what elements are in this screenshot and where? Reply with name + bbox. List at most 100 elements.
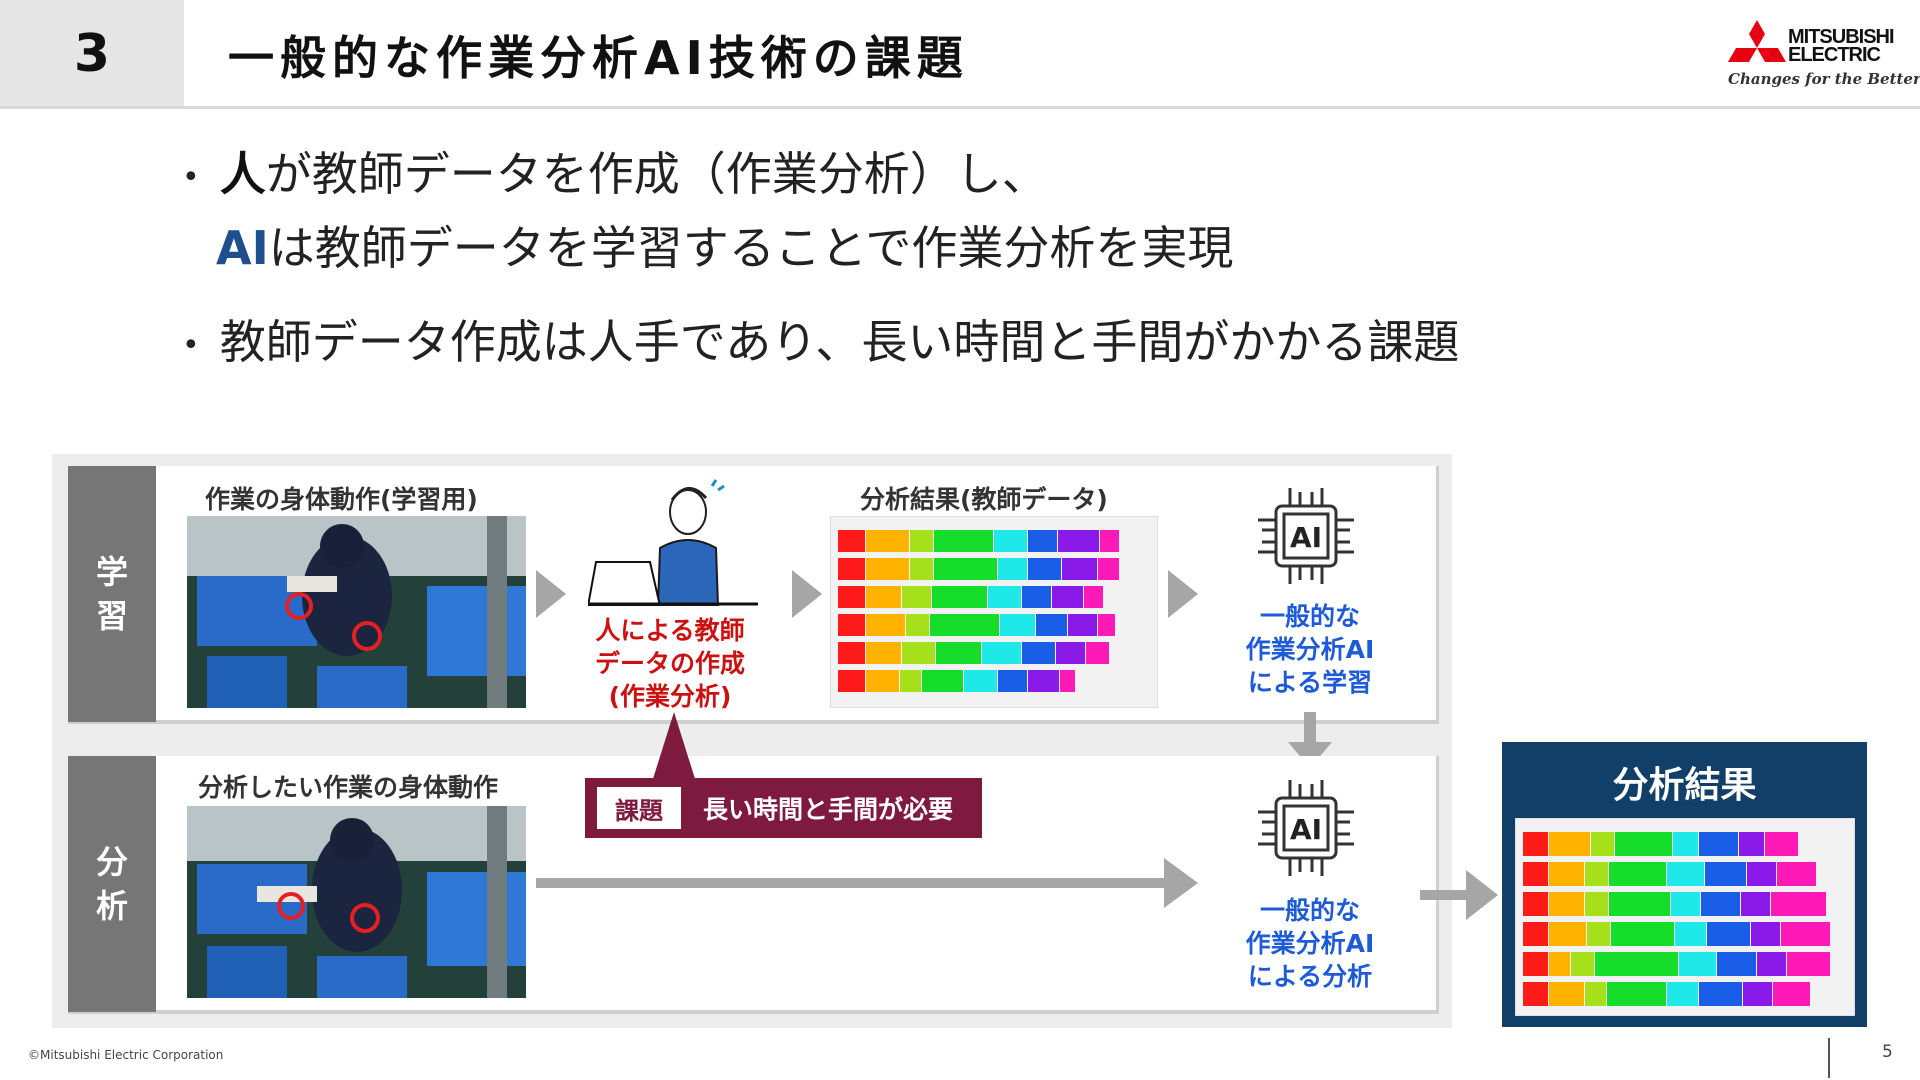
segment-bar: [1585, 862, 1608, 886]
segment-bar: [838, 586, 865, 608]
segment-bar: [1667, 982, 1698, 1006]
segment-bar: [1743, 982, 1772, 1006]
segment-bar: [1717, 952, 1756, 976]
segment-bar: [1705, 862, 1746, 886]
arrow-right-long-icon: [536, 858, 1198, 908]
segment-bar: [1084, 586, 1103, 608]
section-number: 3: [0, 0, 184, 108]
segment-bar: [1587, 922, 1610, 946]
segment-bar: [866, 530, 909, 552]
segment-bar: [1022, 586, 1051, 608]
logo-line-2: ELECTRIC: [1788, 44, 1881, 66]
segment-bar: [1757, 952, 1786, 976]
segment-bar: [1615, 832, 1672, 856]
segment-bar: [998, 670, 1027, 692]
segment-bar: [1068, 614, 1097, 636]
segment-bar: [1609, 862, 1666, 886]
segment-bar: [866, 642, 901, 664]
analysis-photo-caption: 分析したい作業の身体動作: [198, 773, 499, 802]
bullet-1: • 人が教師データを作成（作業分析）し、: [182, 138, 1048, 204]
teacher-data-chart: [830, 516, 1158, 708]
arrow-right-icon: [1420, 870, 1498, 920]
segment-bar: [1777, 862, 1816, 886]
bullet-1-text: が教師データを作成（作業分析）し、: [265, 147, 1048, 201]
ai-learning-text: 一般的な 作業分析AI による学習: [1210, 600, 1410, 699]
segment-bar: [1523, 832, 1548, 856]
segment-bar: [1086, 642, 1109, 664]
segment-bar: [1609, 892, 1670, 916]
segment-bar: [838, 614, 865, 636]
segment-bar: [1739, 832, 1764, 856]
ai-line: による学習: [1247, 668, 1373, 697]
side-char: 習: [95, 597, 128, 635]
segment-bar: [866, 586, 901, 608]
segment-bar: [1523, 892, 1548, 916]
worker-photo-learning: [187, 516, 526, 708]
segment-bar: [1549, 952, 1570, 976]
segment-bar: [838, 670, 865, 692]
side-char: 学: [95, 553, 128, 591]
bullet-dot: •: [182, 328, 200, 363]
segment-bar: [922, 670, 963, 692]
segment-bar: [998, 558, 1027, 580]
segment-bar: [930, 614, 999, 636]
segment-bar: [1667, 862, 1704, 886]
bullet-1b-text: は教師データを学習することで作業分析を実現: [268, 221, 1234, 275]
segment-bar: [866, 614, 905, 636]
logo-line-1: MITSUBISHI: [1788, 26, 1895, 48]
segment-bar: [982, 642, 1021, 664]
ai-chip-label: AI: [1290, 813, 1322, 846]
bullet-dot: •: [182, 160, 200, 195]
arrow-right-icon: [1168, 570, 1198, 618]
page-number: 5: [1882, 1042, 1893, 1062]
copyright: ©Mitsubishi Electric Corporation: [28, 1048, 224, 1062]
segment-bar: [1751, 922, 1780, 946]
segment-bar: [988, 586, 1021, 608]
segment-bar: [1036, 614, 1067, 636]
human-step-line: (作業分析): [608, 682, 732, 711]
segment-bar: [1671, 892, 1700, 916]
segment-bar: [1549, 832, 1590, 856]
segment-bar: [1607, 982, 1666, 1006]
issue-text: 長い時間と手間が必要: [703, 795, 954, 824]
teacher-result-caption: 分析結果(教師データ): [860, 485, 1108, 514]
segment-bar: [866, 558, 909, 580]
segment-bar: [934, 530, 993, 552]
segment-bar: [1571, 952, 1594, 976]
page-title: 一般的な作業分析AI技術の課題: [228, 31, 969, 85]
human-step-line: 人による教師: [595, 616, 745, 645]
segment-bar: [1000, 614, 1035, 636]
analysis-result-title: 分析結果: [1612, 765, 1757, 806]
logo-wordmark: MITSUBISHI ELECTRIC: [1788, 26, 1895, 66]
worker-laptop-icon: [588, 479, 758, 606]
arrow-right-icon: [792, 570, 822, 618]
segment-bar: [1675, 922, 1706, 946]
learning-photo-caption: 作業の身体動作(学習用): [205, 485, 478, 514]
segment-bar: [1741, 892, 1770, 916]
segment-bar: [1747, 862, 1776, 886]
analysis-result-chart: [1515, 818, 1855, 1016]
issue-callout: 課題 長い時間と手間が必要: [585, 778, 982, 838]
header-divider: [0, 106, 1920, 109]
segment-bar: [1028, 558, 1061, 580]
segment-bar: [1060, 670, 1075, 692]
bullet-1b-lead: AI: [216, 221, 269, 275]
segment-bar: [1098, 558, 1119, 580]
segment-bar: [1549, 862, 1584, 886]
segment-bar: [1523, 982, 1548, 1006]
analysis-side-label: 分 析: [68, 756, 156, 1012]
segment-bar: [1585, 982, 1606, 1006]
callout-pointer: [652, 712, 696, 782]
segment-bar: [838, 558, 865, 580]
side-char: 析: [95, 887, 128, 925]
mitsubishi-logo-icon: [1728, 20, 1786, 62]
segment-bar: [1056, 642, 1085, 664]
arrow-right-icon: [536, 570, 566, 618]
slide-header: [0, 0, 1920, 108]
segment-bar: [1549, 982, 1584, 1006]
bullet-1-continuation: AIは教師データを学習することで作業分析を実現: [216, 212, 1233, 278]
segment-bar: [1699, 832, 1738, 856]
human-step-line: データの作成: [594, 649, 745, 678]
segment-bar: [1062, 558, 1097, 580]
bullet-1-lead: 人: [219, 147, 266, 201]
